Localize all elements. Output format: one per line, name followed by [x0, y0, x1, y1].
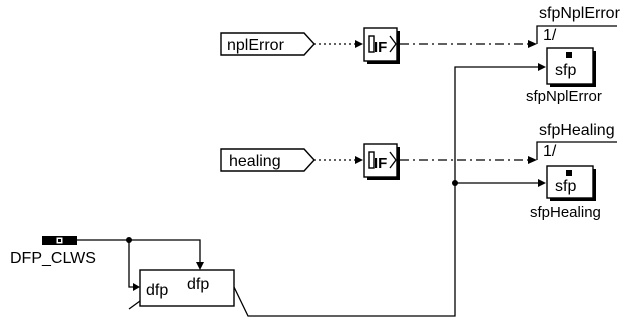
- dfp-block-output-label: dfp: [187, 276, 209, 293]
- if-block-2[interactable]: IF: [363, 143, 400, 180]
- input-port-nplerror-label: nplError: [227, 37, 285, 54]
- arrowhead-npl-solid: [538, 63, 546, 71]
- junction-output: [452, 180, 458, 186]
- sfp-block-healing-label: sfp: [555, 178, 576, 195]
- output-marker-line-npl: [536, 25, 617, 44]
- if-block-1[interactable]: IF: [363, 27, 400, 64]
- dfp-block[interactable]: dfp dfp: [139, 269, 235, 307]
- output-marker-line-heal: [536, 141, 617, 160]
- input-port-nplerror[interactable]: nplError: [220, 32, 315, 56]
- dfp-source-port[interactable]: [42, 236, 77, 245]
- wire-dfp-to-sfpnplerror: [233, 66, 540, 317]
- arrowhead-if-2: [355, 156, 363, 164]
- output-ratio-heal: 1/: [543, 143, 557, 160]
- arrowhead-heal-dash: [528, 156, 537, 164]
- sfp-block-healing[interactable]: sfp: [546, 165, 596, 201]
- sfp-marker-icon-npl: [566, 52, 572, 58]
- sfp-block-nplerror[interactable]: sfp: [546, 47, 596, 87]
- wire-dfp-to-block-left: [128, 240, 136, 288]
- wire-dfp-to-block-top: [77, 239, 201, 264]
- sfp-block-healing-name: sfpHealing: [530, 204, 601, 221]
- junction-dfp: [126, 237, 132, 243]
- if-symbol-2: IF: [374, 155, 387, 172]
- arrowhead-dfp-top: [196, 262, 204, 270]
- input-port-healing[interactable]: healing: [220, 148, 315, 172]
- dfp-source-label: DFP_CLWS: [10, 250, 96, 267]
- sfp-marker-icon-heal: [566, 170, 572, 176]
- arrowhead-heal-solid: [538, 179, 546, 187]
- output-name-npl: sfpNplError: [539, 5, 621, 22]
- output-name-heal: sfpHealing: [539, 122, 615, 139]
- output-ratio-npl: 1/: [543, 27, 557, 44]
- if-symbol-1: IF: [374, 39, 387, 56]
- arrowhead-if-1: [355, 40, 363, 48]
- arrowhead-npl-dash: [528, 40, 537, 48]
- input-port-healing-label: healing: [229, 153, 281, 170]
- wire-dfp-aux: [128, 300, 141, 310]
- sfp-block-nplerror-label: sfp: [555, 62, 576, 79]
- sfp-block-nplerror-name: sfpNplError: [526, 88, 602, 105]
- arrowhead-dfp-left: [133, 283, 140, 291]
- dfp-block-input-label: dfp: [146, 282, 168, 299]
